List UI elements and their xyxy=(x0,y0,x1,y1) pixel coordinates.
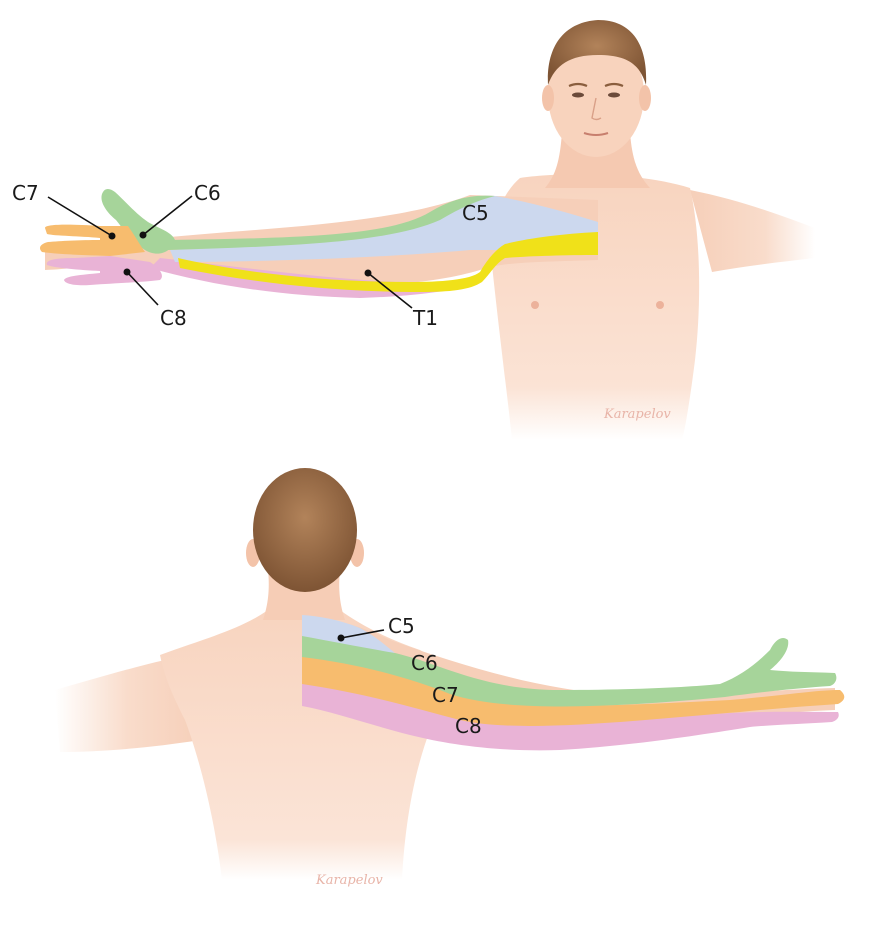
label-anterior-t1: T1 xyxy=(412,306,438,330)
posterior-dermatome-c8 xyxy=(302,680,839,751)
label-anterior-c8: C8 xyxy=(160,306,187,330)
anterior-ear-right xyxy=(542,85,554,111)
anterior-view: C7 C6 C5 C8 T1 Karapelov xyxy=(12,20,815,440)
dot-posterior-c5 xyxy=(337,634,345,642)
dot-anterior-c6 xyxy=(139,231,147,239)
posterior-dermatome-c6 xyxy=(302,632,837,707)
posterior-head xyxy=(253,468,357,592)
anterior-dermatome-c6-hand xyxy=(101,189,175,254)
anterior-eye-right xyxy=(572,92,584,98)
label-anterior-c6: C6 xyxy=(194,181,221,205)
anterior-head xyxy=(548,33,644,157)
label-posterior-c7: C7 xyxy=(432,683,459,707)
dot-anterior-t1 xyxy=(364,269,372,277)
anterior-mouth xyxy=(583,132,609,136)
anterior-eye-left xyxy=(608,92,620,98)
posterior-dermatome-c5 xyxy=(302,615,395,653)
label-posterior-c6: C6 xyxy=(411,651,438,675)
label-posterior-c8: C8 xyxy=(455,714,482,738)
anterior-dermatome-c7-hand xyxy=(40,224,145,256)
anterior-left-arm xyxy=(690,190,815,272)
label-anterior-c7: C7 xyxy=(12,181,39,205)
dot-anterior-c8 xyxy=(123,268,131,276)
posterior-signature: Karapelov xyxy=(315,873,383,888)
anterior-signature: Karapelov xyxy=(603,407,671,422)
anterior-dermatome-t1 xyxy=(178,232,598,292)
anterior-nipple-right xyxy=(531,301,539,309)
leader-anterior-t1 xyxy=(367,272,413,309)
anterior-hair xyxy=(547,20,647,85)
label-anterior-c5: C5 xyxy=(462,201,489,225)
anterior-nipple-left xyxy=(656,301,664,309)
posterior-dermatome-c7 xyxy=(302,655,845,726)
leader-posterior-c5 xyxy=(340,629,385,639)
posterior-view: C5 C6 C7 C8 Karapelov xyxy=(55,468,845,888)
leader-anterior-c6 xyxy=(142,195,193,236)
anterior-dermatome-c6-arm xyxy=(168,195,495,250)
anterior-ear-left xyxy=(639,85,651,111)
leader-anterior-c8 xyxy=(126,271,159,306)
leader-anterior-c7 xyxy=(47,196,113,237)
posterior-left-arm xyxy=(55,660,200,752)
anterior-nose xyxy=(591,97,602,121)
label-posterior-c5: C5 xyxy=(388,614,415,638)
dot-anterior-c7 xyxy=(108,232,116,240)
anterior-brow xyxy=(568,82,624,88)
